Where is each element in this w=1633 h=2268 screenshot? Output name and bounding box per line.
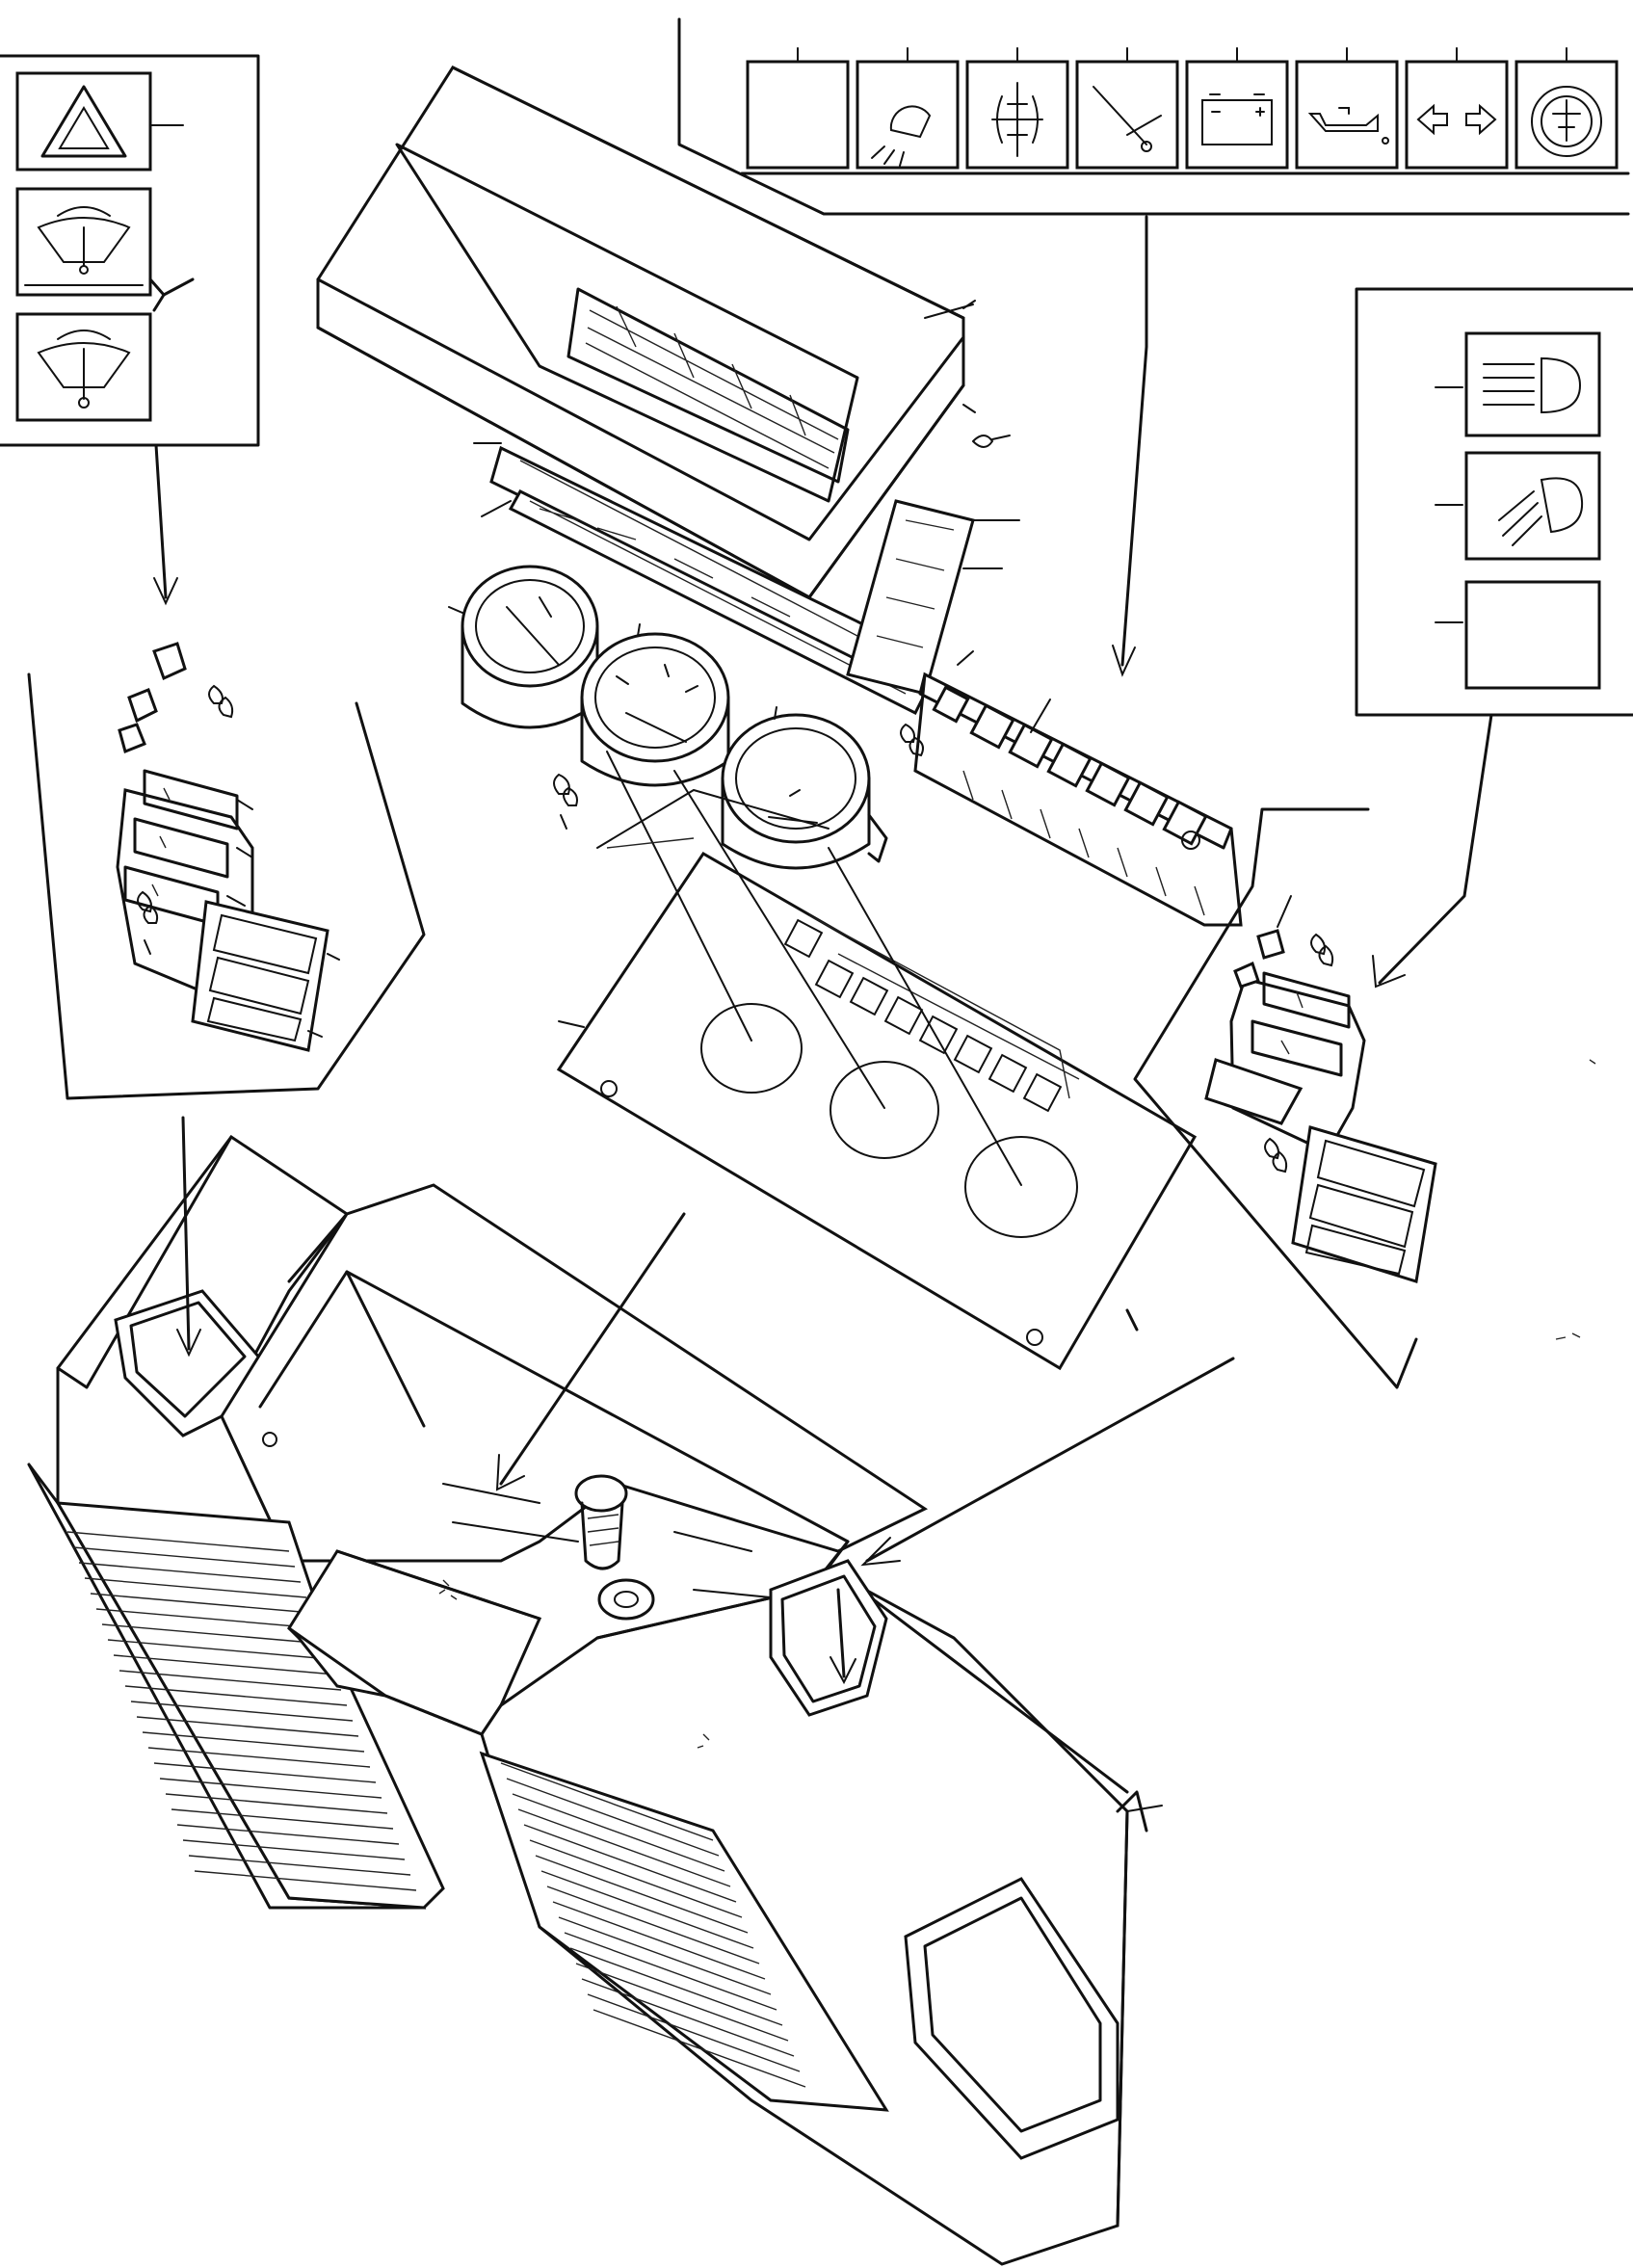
lens-cover-left — [191, 900, 340, 1052]
switch-caps-left — [118, 642, 234, 955]
left-switch-symbol-panel — [0, 54, 260, 606]
circuit-board-strips — [473, 442, 1020, 716]
assembly-arrows — [176, 1116, 1235, 1685]
engine-oil-pressure-icon — [1295, 47, 1399, 170]
front-work-light-icon — [1435, 451, 1601, 561]
vent-grille-right — [500, 1762, 806, 2088]
windshield-washer-icon — [15, 312, 152, 422]
work-light-icon — [856, 47, 960, 170]
hazard-warning-icon — [15, 71, 184, 171]
gauge-leader-lines — [596, 751, 1022, 1186]
battery-charge-icon — [1185, 47, 1289, 170]
gauge-mounting-plate — [556, 851, 1198, 1371]
bolt — [574, 1474, 628, 1570]
washer — [597, 1578, 655, 1646]
switch-caps-right — [1233, 895, 1334, 1174]
console-housing — [27, 1134, 1163, 2266]
indicator-symbol-strip — [677, 17, 1630, 677]
left-switch-group — [27, 642, 426, 1100]
gauge-engine-hours — [721, 706, 888, 870]
right-switch-group — [1133, 807, 1437, 1389]
vent-grille-left — [66, 1531, 417, 1891]
bulb-holder-gauge — [553, 773, 578, 830]
air-filter-restriction-icon — [1075, 47, 1179, 170]
indicator-tile-blank — [746, 47, 850, 170]
scan-specks — [438, 1059, 1596, 1749]
gauge-temperature — [580, 623, 730, 787]
warning-light-module — [900, 650, 1243, 927]
blank-switch-icon — [1435, 580, 1601, 690]
hydraulic-filter-icon — [1514, 47, 1619, 170]
turn-signal-icon — [1405, 47, 1509, 170]
lens-cover-right — [1291, 1125, 1437, 1283]
gauge-fuel — [448, 565, 599, 729]
right-switch-symbol-panel — [1355, 287, 1633, 989]
glow-plug-icon — [965, 47, 1069, 170]
windshield-wiper-icon — [15, 187, 152, 297]
instrument-bezel — [316, 66, 1011, 599]
switch-block-right — [1204, 971, 1366, 1154]
headlight-icon — [1435, 331, 1601, 437]
